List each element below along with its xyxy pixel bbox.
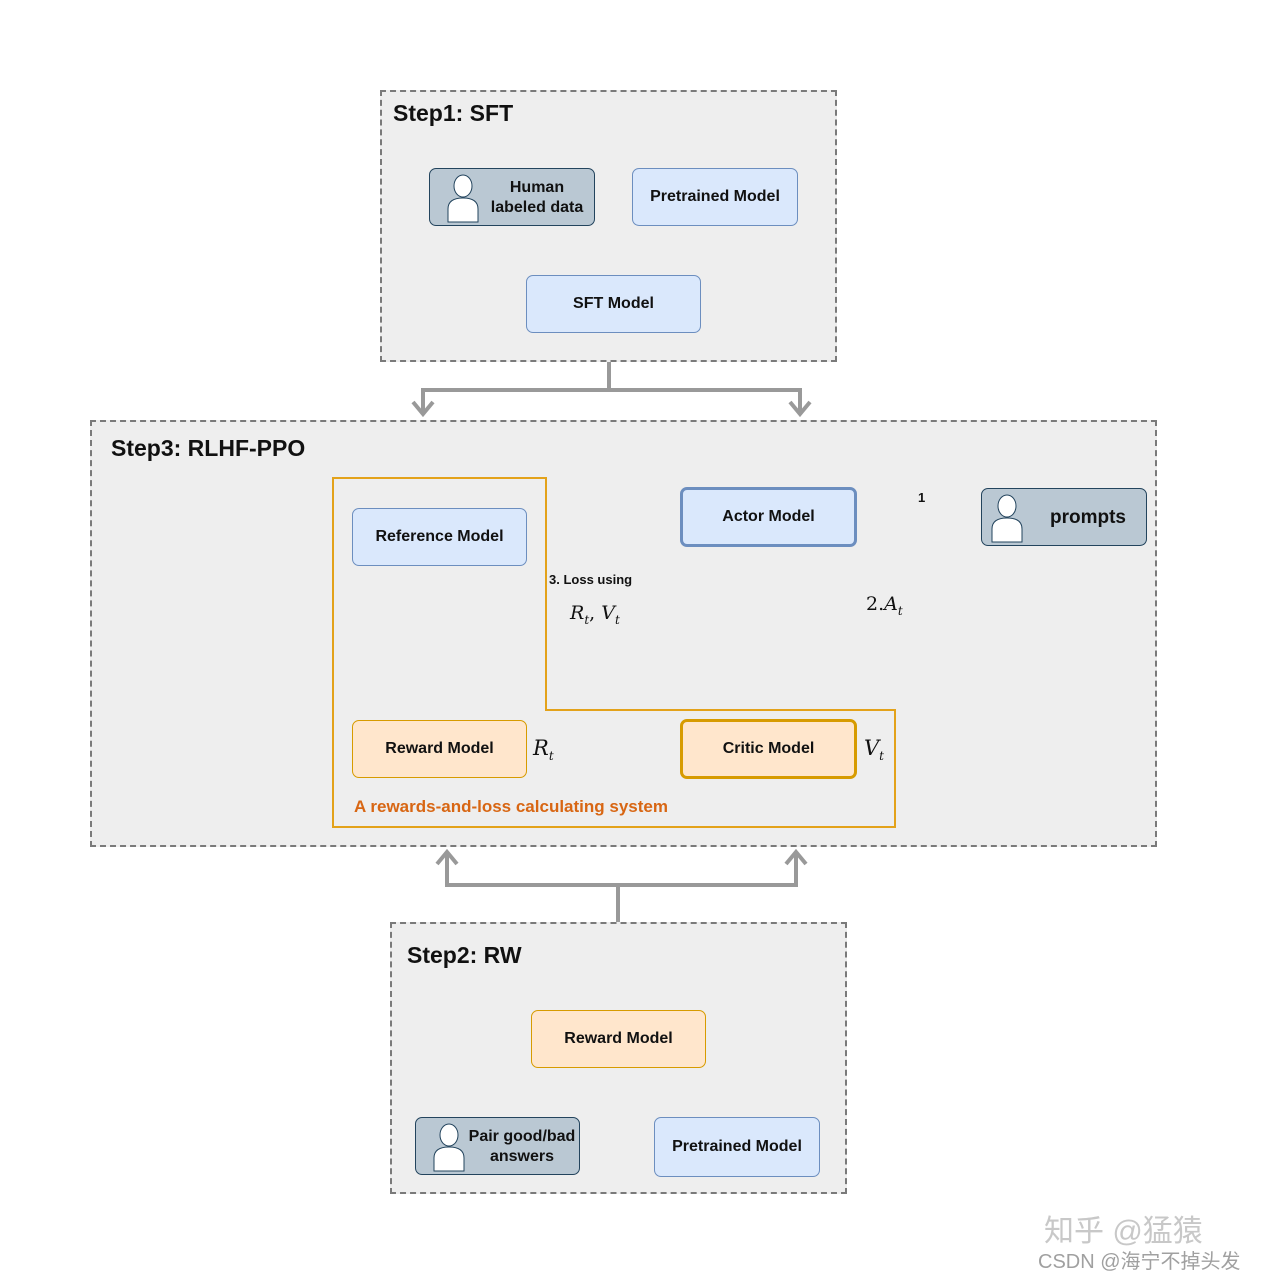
- critic-model-node[interactable]: Critic Model: [680, 719, 857, 779]
- step3-title: Step3: RLHF-PPO: [111, 435, 306, 461]
- edge2-var: A: [884, 593, 898, 615]
- prompts-label: prompts: [1050, 507, 1126, 528]
- loss-r-sub: t: [584, 612, 590, 627]
- actor-model-node[interactable]: Actor Model: [680, 487, 857, 547]
- reference-model-node[interactable]: Reference Model: [352, 508, 527, 566]
- step1-to-step3-arrows: [411, 362, 812, 418]
- edge1-label: 1: [918, 490, 926, 505]
- step1-title: Step1: SFT: [393, 100, 514, 126]
- loss-r: R: [570, 602, 585, 624]
- loss-vars: Rt, Vt: [570, 602, 620, 627]
- step3-panel: [90, 420, 1157, 847]
- reward-output-var: R: [533, 736, 549, 760]
- person-icon: [447, 174, 479, 223]
- loss-v: V: [601, 602, 615, 624]
- pair-answers-label: Pair good/bad answers: [464, 1118, 580, 1176]
- person-icon: [433, 1123, 465, 1172]
- prompts-node[interactable]: prompts: [981, 488, 1147, 546]
- loss-v-sub: t: [614, 612, 620, 627]
- human-label-line1: Human: [509, 179, 565, 196]
- pretrained-model-node-step2[interactable]: Pretrained Model: [654, 1117, 820, 1177]
- human-labeled-data-label: Human labeled data: [482, 169, 592, 227]
- human-labeled-data-node[interactable]: Human labeled data: [429, 168, 595, 226]
- pair-label-line2: answers: [489, 1148, 555, 1165]
- sft-model-node[interactable]: SFT Model: [526, 275, 701, 333]
- human-label-line2: labeled data: [490, 199, 584, 216]
- critic-output-sub: t: [879, 749, 884, 764]
- edge2-sub: t: [897, 603, 903, 618]
- edge2-number: 2.: [866, 593, 885, 615]
- reward-output-sub: t: [548, 749, 554, 764]
- edge3-label: 3. Loss using: [549, 572, 633, 587]
- step2-to-step3-arrows: [435, 848, 808, 922]
- reward-output: Rt: [533, 736, 554, 763]
- loss-sep: ,: [589, 602, 602, 624]
- pretrained-model-node-step1[interactable]: Pretrained Model: [632, 168, 798, 226]
- reward-system-label: A rewards-and-loss calculating system: [354, 797, 668, 816]
- edge2-label: 2.At: [866, 593, 903, 618]
- critic-output: Vt: [864, 736, 884, 763]
- watermark-line1: 知乎 @猛猿: [1044, 1215, 1203, 1248]
- step2-title: Step2: RW: [407, 942, 522, 968]
- pair-answers-node[interactable]: Pair good/bad answers: [415, 1117, 580, 1175]
- person-icon: [991, 494, 1023, 543]
- watermark-line2: CSDN @海宁不掉头发: [1038, 1251, 1241, 1273]
- reward-model-node-step2[interactable]: Reward Model: [531, 1010, 706, 1068]
- critic-output-var: V: [864, 736, 880, 760]
- reward-model-node-step3[interactable]: Reward Model: [352, 720, 527, 778]
- pair-label-line1: Pair good/bad: [468, 1128, 576, 1145]
